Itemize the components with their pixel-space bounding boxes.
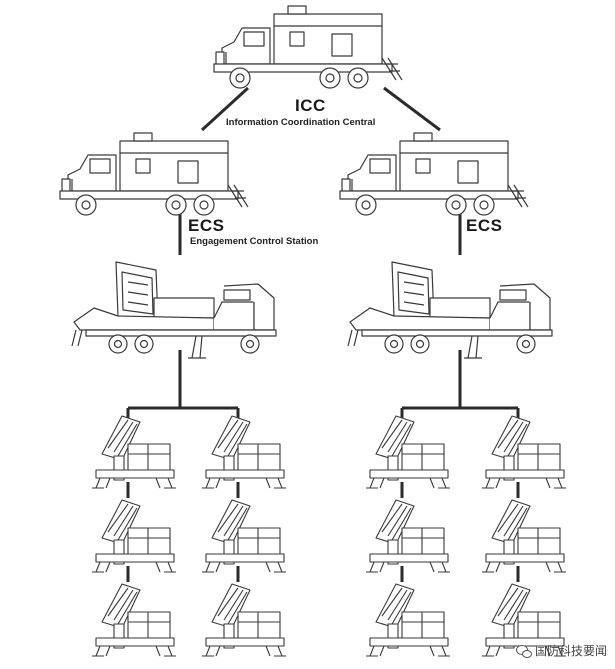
launcher-4	[481, 415, 567, 489]
icc-subtitle: Information Coordination Central	[226, 117, 376, 128]
ecs-truck-right	[339, 132, 529, 216]
launcher-8	[481, 499, 567, 573]
launcher-9	[91, 583, 177, 657]
watermark-text: 国防科技要闻	[534, 644, 607, 658]
launcher-3	[365, 415, 451, 489]
launcher-chain-lines	[126, 482, 520, 582]
icc-title: ICC	[295, 96, 326, 115]
radar-truck-left	[71, 261, 277, 359]
launcher-6	[201, 499, 287, 573]
ecs-left-subtitle: Engagement Control Station	[190, 236, 319, 247]
radar-truck-right	[347, 261, 553, 359]
ecs-truck-left	[59, 132, 249, 216]
launcher-11	[365, 583, 451, 657]
launcher-5	[91, 499, 177, 573]
ecs-left-title: ECS	[188, 216, 225, 235]
watermark: 国防科技要闻	[515, 642, 607, 659]
launcher-2	[201, 415, 287, 489]
launcher-1	[91, 415, 177, 489]
connector-lines	[126, 86, 520, 420]
ecs-right-title: ECS	[466, 216, 503, 235]
icc-truck	[213, 5, 403, 89]
launcher-10	[201, 583, 287, 657]
wechat-icon	[515, 644, 532, 658]
launcher-7	[365, 499, 451, 573]
